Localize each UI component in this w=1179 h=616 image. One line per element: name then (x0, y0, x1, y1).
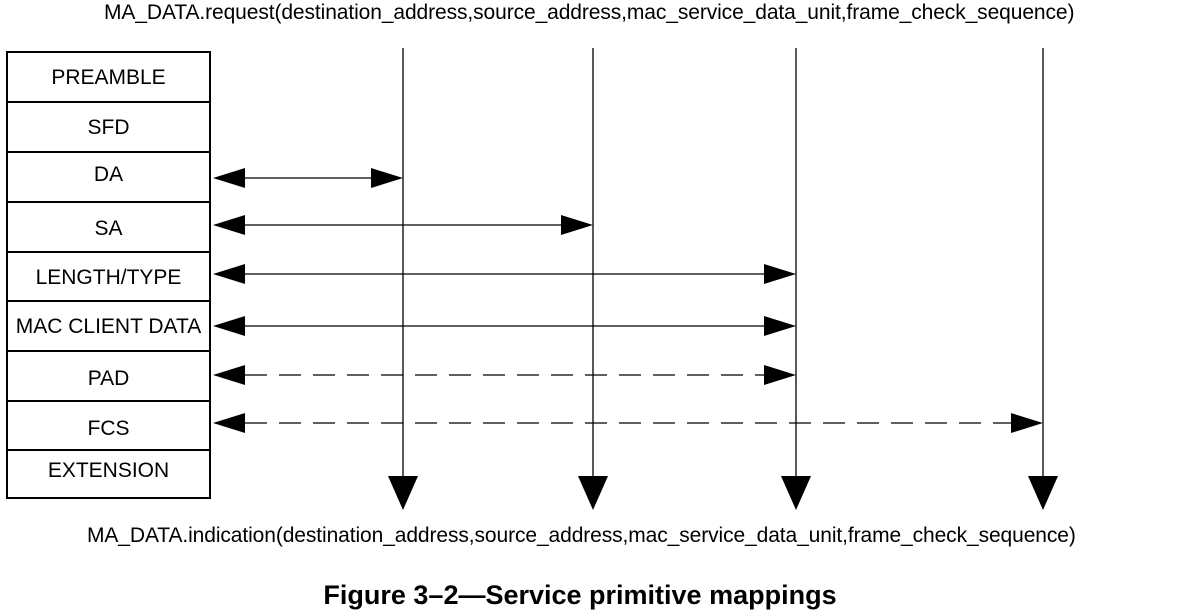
indication-primitive-label: MA_DATA.indication(destination_address,s… (87, 524, 1076, 547)
field-box-mac-client-data (6, 300, 211, 352)
mapping-arrowhead-left-mac-client-data (213, 316, 245, 336)
field-label-sfd: SFD (88, 116, 130, 139)
field-label-pad: PAD (88, 367, 130, 390)
parameter-arrowhead-source-address (578, 476, 608, 510)
mapping-arrowhead-left-pad (213, 365, 245, 385)
parameter-arrowhead-destination-address (388, 476, 418, 510)
mapping-arrowhead-right-sa (561, 215, 593, 235)
field-box-fcs (6, 400, 211, 451)
parameter-arrowhead-mac-service-data-unit (781, 476, 811, 510)
mapping-arrowhead-left-fcs (213, 413, 245, 433)
mapping-arrowhead-right-length-type (764, 264, 796, 284)
field-label-da: DA (94, 163, 123, 186)
mapping-arrowhead-right-pad (764, 365, 796, 385)
request-primitive-label: MA_DATA.request(destination_address,sour… (104, 1, 1075, 24)
field-label-mac-client-data: MAC CLIENT DATA (16, 315, 202, 338)
mapping-arrowhead-right-da (371, 168, 403, 188)
parameter-arrowhead-frame-check-sequence (1028, 476, 1058, 510)
field-box-pad (6, 350, 211, 402)
mapping-arrowhead-left-da (213, 168, 245, 188)
mapping-arrowhead-left-sa (213, 215, 245, 235)
field-box-sfd (6, 101, 211, 153)
field-label-length-type: LENGTH/TYPE (36, 266, 182, 289)
field-box-extension (6, 449, 211, 499)
field-label-fcs: FCS (88, 417, 130, 440)
field-label-extension: EXTENSION (48, 459, 169, 482)
mapping-arrowhead-right-mac-client-data (764, 316, 796, 336)
field-box-sa (6, 201, 211, 253)
field-label-preamble: PREAMBLE (51, 66, 165, 89)
mapping-arrowhead-right-fcs (1011, 413, 1043, 433)
field-box-da (6, 151, 211, 203)
mapping-arrowhead-left-length-type (213, 264, 245, 284)
field-label-sa: SA (94, 217, 122, 240)
figure-caption: Figure 3–2—Service primitive mappings (323, 580, 837, 610)
